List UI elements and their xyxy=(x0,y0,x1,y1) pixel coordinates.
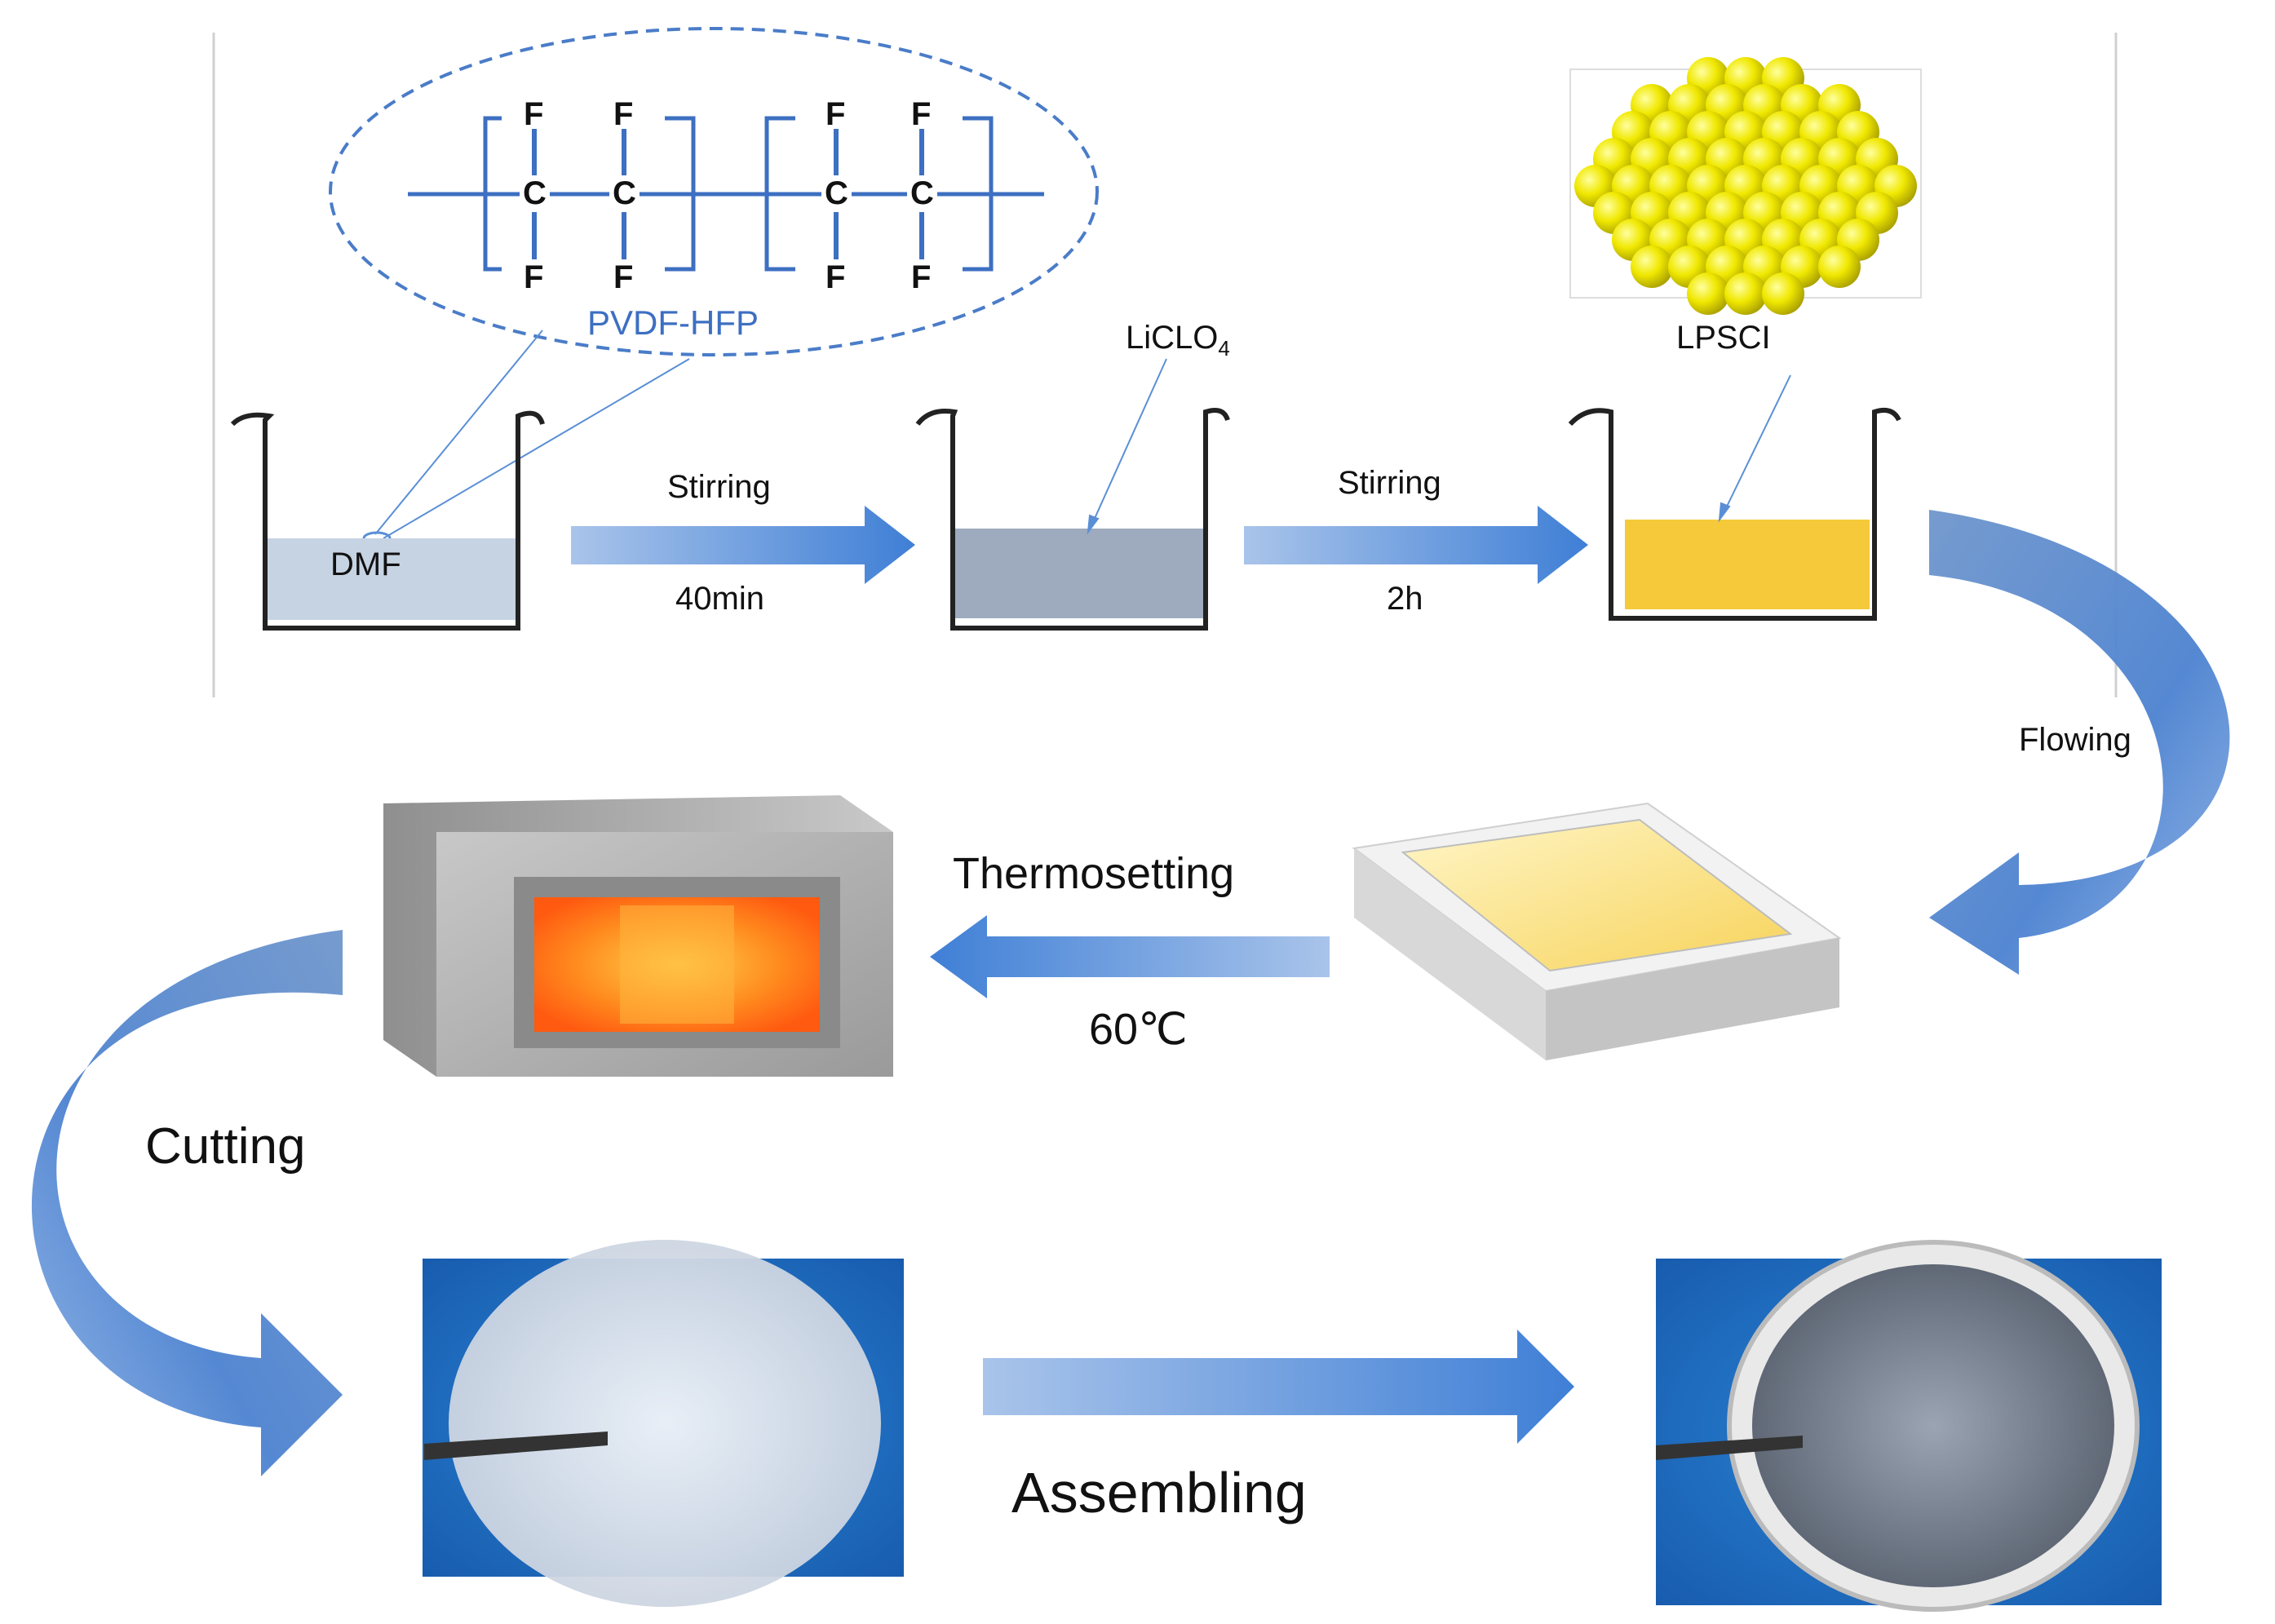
thermo-temp: 60℃ xyxy=(1089,1005,1188,1054)
photo-film xyxy=(423,1240,904,1607)
stir2-time: 2h xyxy=(1387,581,1423,617)
atom-f-8: F xyxy=(911,259,932,295)
assemble-arrow xyxy=(983,1330,1574,1444)
cut-label: Cutting xyxy=(145,1118,306,1175)
mold-tray xyxy=(1352,802,1842,1060)
beaker-dmf xyxy=(230,410,545,631)
atom-f-4: F xyxy=(911,96,932,132)
atom-f-1: F xyxy=(524,96,544,132)
stir2-arrow xyxy=(1244,506,1588,584)
atom-f-3: F xyxy=(825,96,846,132)
atom-f-2: F xyxy=(613,96,634,132)
thermo-label: Thermosetting xyxy=(953,849,1235,898)
particle-55 xyxy=(1724,272,1767,315)
stir1-time: 40min xyxy=(675,581,764,617)
molecule-brackets xyxy=(483,116,994,272)
particle-54 xyxy=(1687,272,1729,315)
particle-53 xyxy=(1818,246,1861,288)
oven xyxy=(383,795,893,1077)
stir1-label: Stirring xyxy=(667,469,771,505)
beaker-pointers xyxy=(1087,358,1791,535)
molecule-pointer-2 xyxy=(383,358,690,539)
molecule-pointer-1 xyxy=(374,330,543,535)
atom-f-5: F xyxy=(524,259,544,295)
beaker-liclo4 xyxy=(915,408,1230,631)
beaker-label-dmf: DMF xyxy=(330,546,401,582)
molecule-bonds xyxy=(532,129,924,259)
flow-label: Flowing xyxy=(2019,722,2131,758)
atom-c-1: C xyxy=(520,175,550,212)
atom-f-7: F xyxy=(825,259,846,295)
atom-f-6: F xyxy=(613,259,634,295)
photo-coin-cell xyxy=(1656,1240,2162,1612)
particle-56 xyxy=(1762,272,1804,315)
thermo-arrow xyxy=(930,915,1330,998)
atom-c-3: C xyxy=(821,175,852,212)
assemble-label: Assembling xyxy=(1011,1461,1307,1524)
cut-curved-arrow xyxy=(31,930,343,1476)
molecule-name: PVDF-HFP xyxy=(587,303,759,342)
atom-c-4: C xyxy=(907,175,937,212)
stir1-arrow xyxy=(571,506,915,584)
beaker-label-liclo4: LiCLO4 xyxy=(1126,320,1230,361)
atom-c-2: C xyxy=(609,175,640,212)
particle-cluster xyxy=(1574,57,1917,315)
molecule-ellipse xyxy=(329,27,1099,356)
beaker-lpscl xyxy=(1568,408,1901,621)
stir2-label: Stirring xyxy=(1338,465,1441,501)
particle-48 xyxy=(1631,246,1673,288)
flow-curved-arrow xyxy=(1929,510,2230,975)
beaker-label-lpscl: LPSCI xyxy=(1676,320,1771,356)
